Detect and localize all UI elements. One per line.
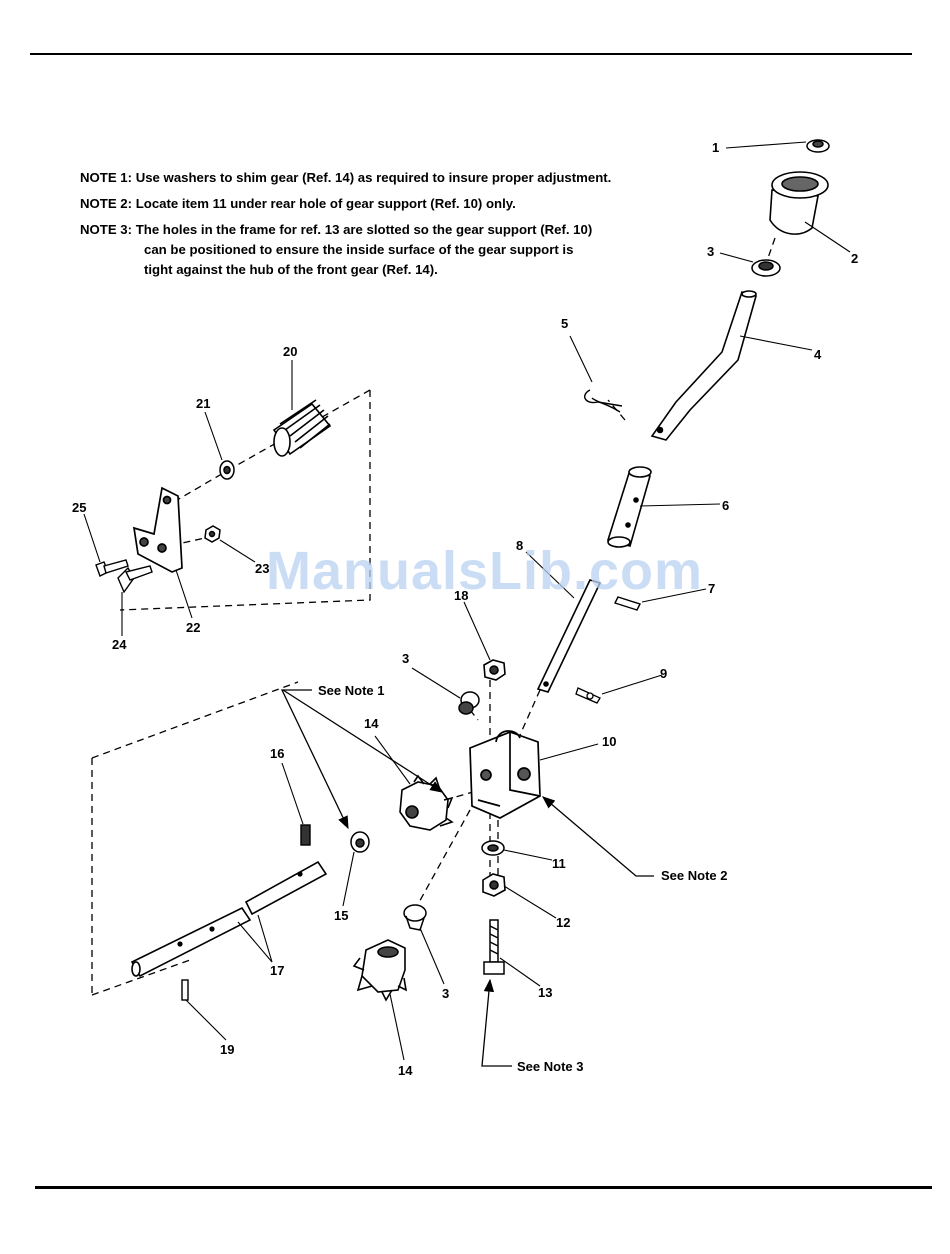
part-25-bolt <box>95 559 129 577</box>
callout-3-top: 3 <box>707 244 714 259</box>
leader-lines <box>83 141 851 1061</box>
see-note-2-label: See Note 2 <box>661 868 727 883</box>
part-7-roll-pin <box>614 596 641 611</box>
notes-block: NOTE 1: Use washers to shim gear (Ref. 1… <box>80 168 611 280</box>
top-rule <box>30 53 912 55</box>
callout-13: 13 <box>538 985 552 1000</box>
part-21-washer <box>219 460 235 480</box>
callout-22: 22 <box>186 620 200 635</box>
callout-11: 11 <box>552 856 566 871</box>
callout-23: 23 <box>255 561 269 576</box>
callout-14-front: 14 <box>364 716 379 731</box>
callout-4: 4 <box>814 347 822 362</box>
part-9-cotter-pin <box>575 687 601 704</box>
callout-12: 12 <box>556 915 570 930</box>
part-24-bolt <box>117 565 153 594</box>
callout-25: 25 <box>72 500 86 515</box>
note-1-label: NOTE 1: <box>80 170 133 185</box>
see-note-labels: See Note 1 See Note 2 See Note 3 <box>318 683 727 1074</box>
note-1-text: Use washers to shim gear (Ref. 14) as re… <box>135 170 612 185</box>
note-2-label: NOTE 2: <box>80 196 133 211</box>
callout-24: 24 <box>112 637 127 652</box>
watermark: ManualsLib.com <box>266 541 704 601</box>
part-5-hairpin-clip <box>584 389 623 413</box>
callout-10: 10 <box>602 734 616 749</box>
part-23-nut <box>204 525 221 543</box>
see-note-1-label: See Note 1 <box>318 683 384 698</box>
part-20-spring <box>272 399 332 457</box>
part-4-shift-lever <box>650 290 757 441</box>
note-1: NOTE 1: Use washers to shim gear (Ref. 1… <box>80 168 611 188</box>
part-17-shaft-and-key <box>130 860 328 978</box>
part-2-knob <box>769 171 829 235</box>
part-3-bushing-lower <box>403 904 427 931</box>
callout-14-rear: 14 <box>398 1063 413 1078</box>
note-3-text-line-2: can be positioned to ensure the inside s… <box>144 242 574 257</box>
callout-numbers: 1 2 3 4 5 6 7 8 9 10 11 12 13 14 14 15 1… <box>72 140 858 1078</box>
callout-5: 5 <box>561 316 568 331</box>
part-6-tube <box>606 466 652 548</box>
part-1-nut <box>806 139 830 153</box>
callout-1: 1 <box>712 140 719 155</box>
part-19-pin <box>181 979 189 1001</box>
callout-19: 19 <box>220 1042 234 1057</box>
part-14-gear-rear <box>352 939 408 1002</box>
callout-18: 18 <box>454 588 468 603</box>
note-3-text-line-3: tight against the hub of the front gear … <box>144 262 438 277</box>
callout-3-middle: 3 <box>402 651 409 666</box>
callout-2: 2 <box>851 251 858 266</box>
part-16-set-screw <box>300 824 311 846</box>
part-12-nut <box>482 873 506 897</box>
note-2-text: Locate item 11 under rear hole of gear s… <box>135 196 516 211</box>
see-note-3-label: See Note 3 <box>517 1059 583 1074</box>
callout-6: 6 <box>722 498 729 513</box>
note-3: NOTE 3: The holes in the frame for ref. … <box>80 220 611 280</box>
callout-21: 21 <box>196 396 210 411</box>
callout-9: 9 <box>660 666 667 681</box>
note-3-label: NOTE 3: <box>80 222 133 237</box>
part-22-bracket <box>132 486 183 573</box>
see-note-pointers <box>280 689 654 1067</box>
callout-8: 8 <box>516 538 523 553</box>
callout-15: 15 <box>334 908 348 923</box>
callout-7: 7 <box>708 581 715 596</box>
callout-16: 16 <box>270 746 284 761</box>
part-14-gear-front <box>399 774 454 831</box>
callout-17: 17 <box>270 963 284 978</box>
part-11-lock-washer <box>481 840 505 856</box>
note-2: NOTE 2: Locate item 11 under rear hole o… <box>80 194 611 214</box>
part-3-bushing-middle <box>458 691 480 715</box>
part-13-bolt <box>483 919 505 975</box>
part-8-shaft <box>536 579 602 693</box>
part-15-washer <box>350 831 370 853</box>
callout-20: 20 <box>283 344 297 359</box>
part-10-gear-support <box>469 730 541 819</box>
part-18-nut <box>483 659 506 681</box>
bottom-rule <box>35 1186 932 1189</box>
callout-3-lower: 3 <box>442 986 449 1001</box>
part-3-bushing-top <box>751 259 781 277</box>
note-3-text-line-1: The holes in the frame for ref. 13 are s… <box>135 222 593 237</box>
